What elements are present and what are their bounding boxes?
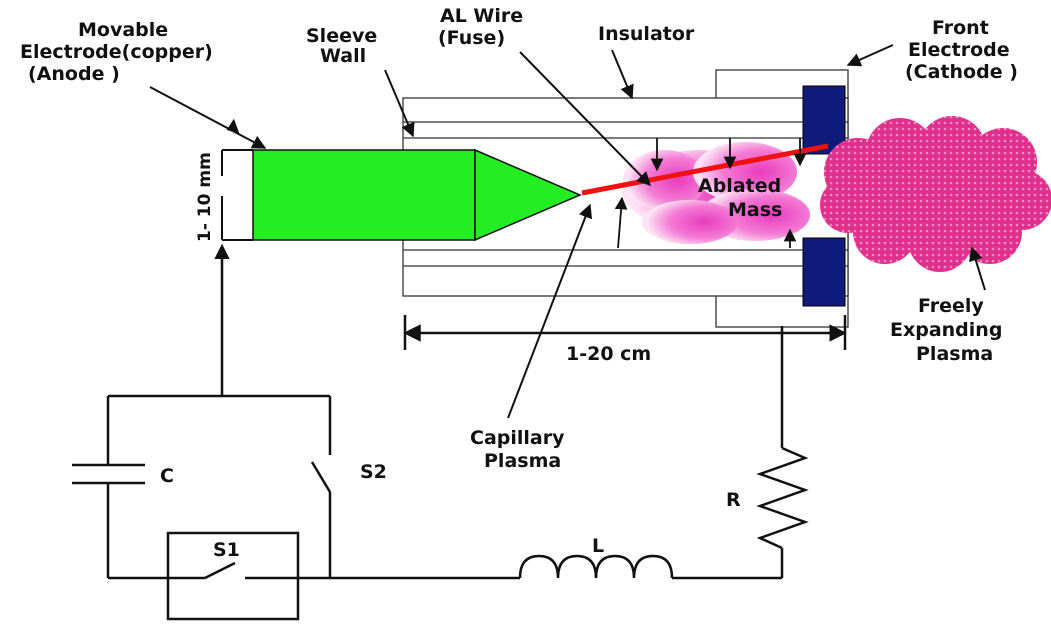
switch-s1-box [166,531,300,621]
freely-expanding-label-2: Expanding [890,319,1002,341]
switch-s2-label: S2 [360,461,387,483]
freely-expanding-plasma [820,116,1051,272]
anode-body [252,149,476,241]
front-electrode-top [802,85,846,155]
al-wire-label-2: (Fuse) [438,27,505,49]
al-wire [581,143,829,196]
freely-expanding-label-3: Plasma [916,343,993,365]
ablated-mass-label-2: Mass [728,199,782,221]
freely-expanding-label-1: Freely [918,295,984,317]
label-pointers [149,44,986,419]
labels: Movable Electrode(copper) (Anode ) Sleev… [20,5,1018,561]
switch-s1-blade [204,561,236,580]
movable-electrode-label-3: (Anode ) [28,63,120,85]
front-electrode-label-3: (Cathode ) [905,61,1018,83]
resistor-label: R [726,489,741,511]
capacitor-label: C [160,465,174,487]
front-electrode-label-1: Front [932,17,989,39]
sleeve-wall-label-1: Sleeve [306,25,377,47]
switch-s2-blade [310,461,332,493]
switch-s1-label: S1 [213,539,240,561]
capillary-plasma-label-1: Capillary [470,427,565,449]
ablated-mass-label-1: Ablated [698,175,781,197]
ablation-arrows [614,138,807,249]
length-dimension-label: 1-20 cm [566,343,651,365]
front-electrode-bottom [802,237,846,307]
inductor-label: L [592,535,604,557]
front-electrode-label-2: Electrode [908,39,1010,61]
resistor-zigzag [756,446,809,550]
anode-cone [474,148,582,242]
inductor-coil [518,554,674,579]
movable-electrode-label-2: Electrode(copper) [20,41,213,63]
length-dimension [403,315,847,350]
circuit [72,258,809,580]
sleeve-wall-label-2: Wall [320,45,366,67]
movable-electrode-label-1: Movable [78,19,168,41]
capillary-plasma-label-2: Plasma [484,450,561,472]
insulator-label: Insulator [598,23,695,45]
gap-dimension-label: 1- 10 mm [195,152,215,242]
gap-dimension [214,118,253,259]
al-wire-label-1: AL Wire [440,5,523,27]
